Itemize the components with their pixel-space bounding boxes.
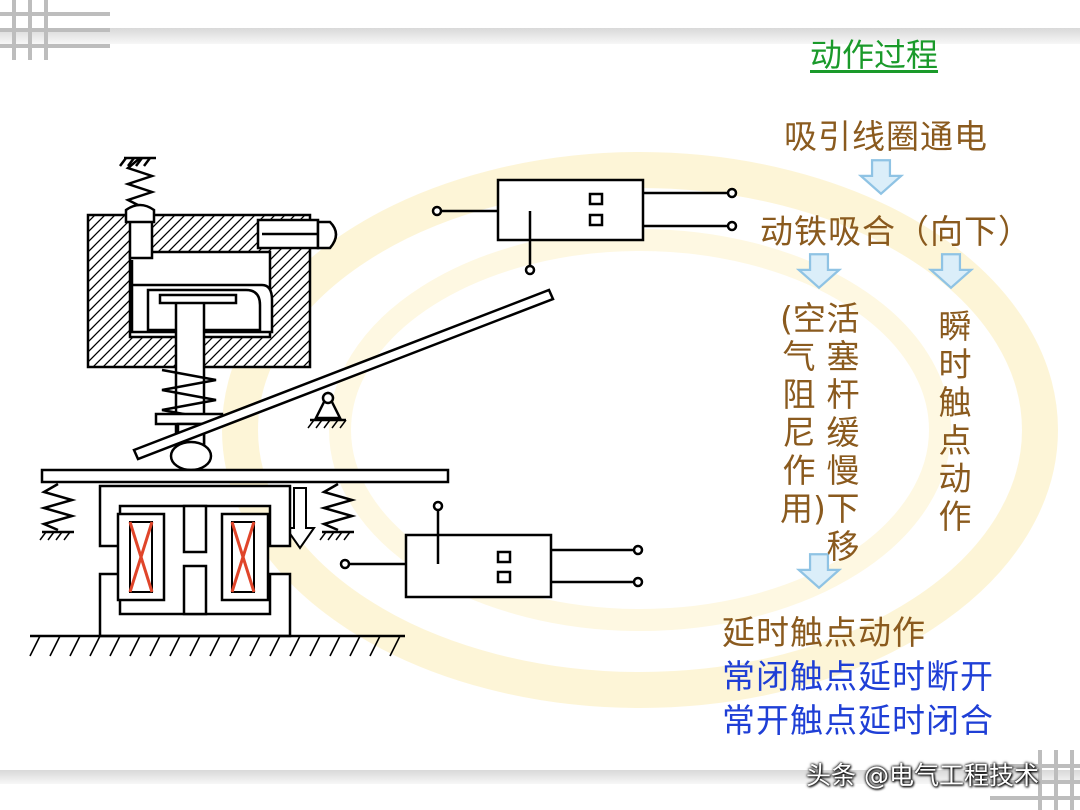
page-title: 动作过程: [810, 36, 939, 74]
flow-result-delay-action: 延时触点动作: [722, 613, 926, 652]
flow-col-air-damping: (空气阻尼作用): [780, 299, 826, 528]
flow-result-nc-open: 常闭触点延时断开: [722, 657, 994, 696]
flow-step-coil-energized: 吸引线圈通电: [784, 117, 988, 156]
coil-x-icon: [128, 521, 256, 593]
armature-down-arrow-icon: [284, 487, 316, 550]
flow-col-piston-move: 活塞杆缓慢下移: [826, 299, 860, 566]
instant-contact-block: [339, 500, 644, 599]
upper-housing: [86, 213, 338, 369]
flow-result-no-close: 常开触点延时闭合: [722, 701, 994, 740]
armature-plate: [40, 468, 450, 484]
delay-contact-block: [431, 178, 738, 276]
pivot-icon: [307, 391, 347, 429]
flow-step-armature-pull: 动铁吸合（向下）: [760, 212, 1032, 251]
right-spring-icon: [319, 482, 357, 541]
background-glow: [222, 152, 1058, 708]
left-spring-icon: [39, 482, 77, 541]
top-spring-icon: [119, 156, 156, 224]
watermark: 头条 @电气工程技术: [806, 761, 1039, 790]
ground-base: [29, 634, 405, 657]
lever-arm: [132, 288, 555, 461]
flow-col-instant-contact: 瞬时触点动作: [938, 307, 972, 536]
piston-rod: [154, 293, 238, 472]
